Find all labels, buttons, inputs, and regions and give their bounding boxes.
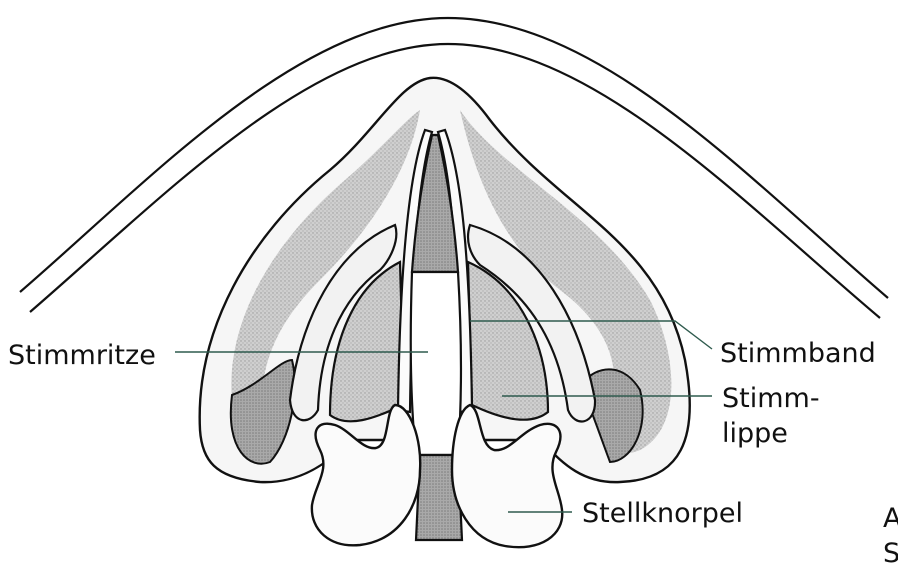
- edge-fragment-top: A: [883, 503, 898, 534]
- label-stimmband: Stimmband: [720, 338, 876, 369]
- glottis-opening: [411, 272, 461, 455]
- label-stellknorpel: Stellknorpel: [582, 498, 743, 529]
- edge-fragment-bottom: S: [883, 538, 898, 566]
- label-stimmritze: Stimmritze: [8, 340, 156, 371]
- label-stimmlippe-line1: Stimm-: [722, 383, 820, 414]
- label-stimmlippe-line2: lippe: [722, 418, 788, 449]
